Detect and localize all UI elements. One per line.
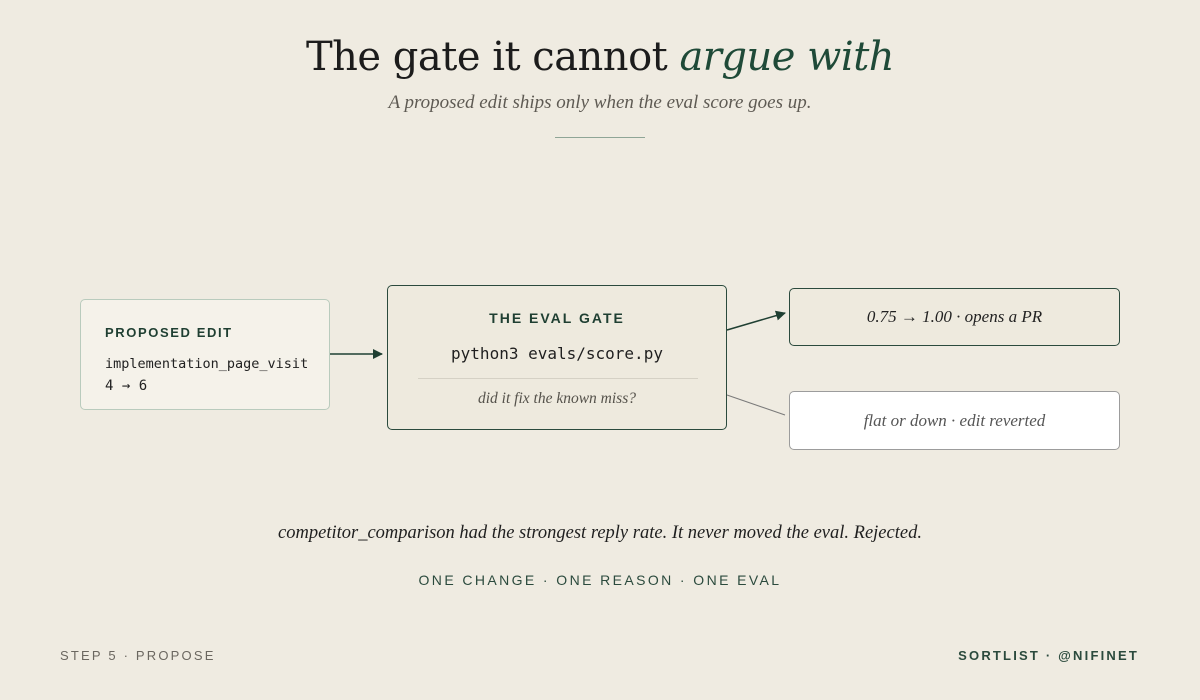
page-title: The gate it cannot argue with	[0, 34, 1200, 80]
footer-step: STEP 5 · PROPOSE	[60, 648, 216, 663]
proposed-edit-label: PROPOSED EDIT	[105, 325, 233, 340]
outcome-pass-card: 0.75 → 1.00 · opens a PR	[789, 288, 1120, 346]
line-gate-to-fail	[726, 394, 786, 416]
eval-gate-command: python3 evals/score.py	[451, 344, 663, 363]
footer-credit: SORTLIST · @NIFINET	[958, 648, 1139, 663]
outcome-pass-text: 0.75 → 1.00 · opens a PR	[866, 307, 1043, 326]
title-accent: argue with	[679, 34, 895, 80]
outcome-fail-card: flat or down · edit reverted	[789, 391, 1120, 450]
rejection-note: competitor_comparison had the strongest …	[278, 523, 922, 543]
title-divider	[555, 137, 645, 138]
proposed-edit-field: implementation_page_visit	[105, 356, 309, 372]
arrow-gate-to-pass	[726, 310, 786, 331]
proposed-edit-card: PROPOSED EDIT implementation_page_visit …	[80, 299, 330, 410]
eval-gate-card: THE EVAL GATE python3 evals/score.py did…	[387, 285, 727, 430]
page-subtitle: A proposed edit ships only when the eval…	[388, 92, 812, 113]
outcome-fail-text: flat or down · edit reverted	[863, 411, 1046, 430]
proposed-edit-change: 4 → 6	[105, 378, 148, 394]
eval-gate-divider	[418, 378, 698, 379]
eval-gate-label: THE EVAL GATE	[489, 310, 625, 326]
eval-gate-question: did it fix the known miss?	[477, 390, 636, 407]
title-main: The gate it cannot	[305, 34, 680, 80]
tagline: ONE CHANGE · ONE REASON · ONE EVAL	[418, 572, 782, 588]
